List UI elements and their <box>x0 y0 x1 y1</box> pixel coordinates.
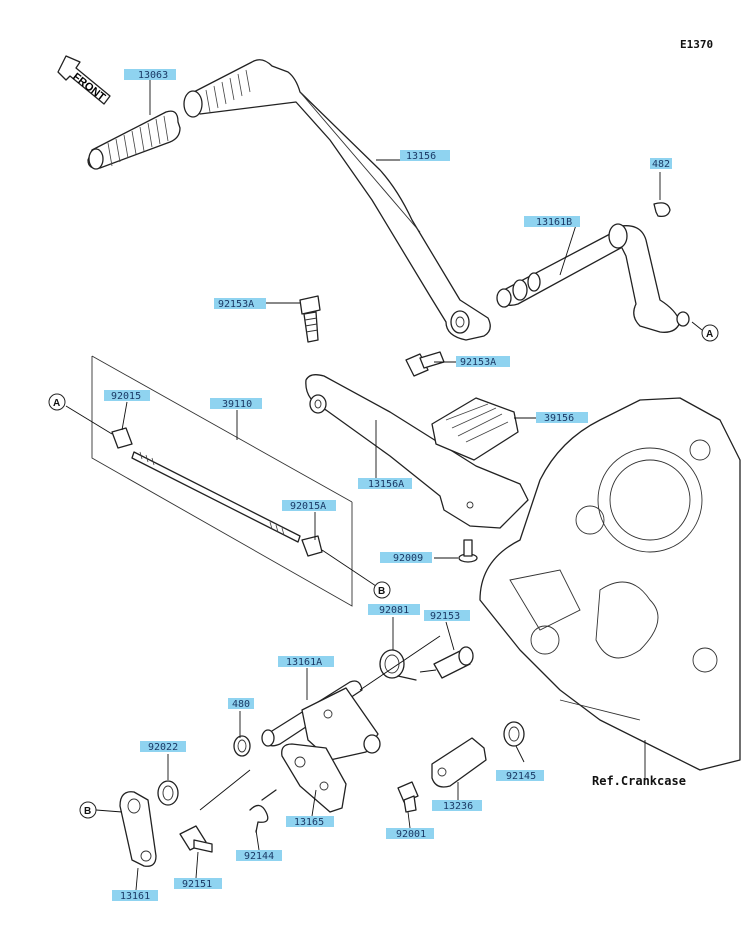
spring-92145 <box>503 721 525 747</box>
svg-text:13161: 13161 <box>120 891 150 902</box>
bolt-92153A-lower <box>405 351 445 377</box>
connector-b-low: B <box>79 801 97 819</box>
part-label-92015A[interactable]: 92015A <box>282 500 336 512</box>
part-label-92153A-upper[interactable]: 92153A <box>214 298 266 310</box>
part-label-13063[interactable]: 13063 <box>124 69 176 81</box>
bolt-92001 <box>397 781 419 813</box>
part-label-39110[interactable]: 39110 <box>210 398 262 410</box>
circlip-482 <box>653 202 671 218</box>
part-label-13165[interactable]: 13165 <box>286 816 334 828</box>
connector-a-left: A <box>48 393 66 411</box>
svg-text:13156A: 13156A <box>368 479 404 490</box>
svg-text:480: 480 <box>232 699 250 710</box>
part-label-480[interactable]: 480 <box>228 698 254 710</box>
svg-text:92153: 92153 <box>430 611 460 622</box>
svg-text:92001: 92001 <box>396 829 426 840</box>
svg-text:92009: 92009 <box>393 553 423 564</box>
part-label-92144[interactable]: 92144 <box>236 850 282 862</box>
screw-92009 <box>458 539 478 563</box>
svg-text:B: B <box>84 806 91 817</box>
pedal-arm-13156A <box>305 374 529 529</box>
part-label-92009[interactable]: 92009 <box>380 552 432 564</box>
part-label-13156[interactable]: 13156 <box>400 150 450 162</box>
svg-text:92153A: 92153A <box>460 357 496 368</box>
tie-rod-group-39110 <box>65 355 383 607</box>
svg-text:13161B: 13161B <box>536 217 572 228</box>
svg-text:B: B <box>378 586 385 597</box>
svg-text:92144: 92144 <box>244 851 274 862</box>
part-label-92153[interactable]: 92153 <box>424 610 470 622</box>
pedal-rubber-39156 <box>431 397 519 461</box>
shift-arm-13161 <box>119 791 157 867</box>
shift-pedal-13156 <box>183 59 491 341</box>
svg-text:13063: 13063 <box>138 70 168 81</box>
svg-text:39110: 39110 <box>222 399 252 410</box>
svg-text:482: 482 <box>652 159 670 170</box>
part-label-92001[interactable]: 92001 <box>386 828 434 840</box>
circlip-480 <box>233 735 251 757</box>
front-label: FRONT <box>70 71 107 104</box>
lever-13236 <box>431 737 487 788</box>
svg-text:92145: 92145 <box>506 771 536 782</box>
part-label-92151[interactable]: 92151 <box>174 878 222 890</box>
connector-a-right: A <box>701 324 719 342</box>
svg-text:13165: 13165 <box>294 817 324 828</box>
part-label-13161B[interactable]: 13161B <box>524 216 580 228</box>
part-label-92022[interactable]: 92022 <box>140 741 186 753</box>
pin-92153 <box>419 646 474 679</box>
svg-text:13236: 13236 <box>443 801 473 812</box>
spring-92144 <box>249 789 277 833</box>
part-label-13161[interactable]: 13161 <box>112 890 158 902</box>
svg-text:A: A <box>706 329 713 340</box>
svg-text:92151: 92151 <box>182 879 212 890</box>
svg-text:13161A: 13161A <box>286 657 322 668</box>
part-label-39156[interactable]: 39156 <box>536 412 588 424</box>
leader-lines <box>95 80 703 891</box>
front-arrow-icon: FRONT <box>57 55 111 105</box>
part-label-92153A-lower[interactable]: 92153A <box>456 356 510 368</box>
part-label-13161A[interactable]: 13161A <box>278 656 334 668</box>
shift-plate-13165 <box>281 743 347 813</box>
part-label-92015[interactable]: 92015 <box>104 390 150 402</box>
crankcase-drawing: Ref.Crankcase <box>479 397 741 788</box>
shift-shaft-13161B <box>496 223 690 333</box>
bolt-92153A-upper <box>299 295 321 343</box>
ref-crankcase-label: Ref.Crankcase <box>592 774 686 788</box>
connector-b-mid: B <box>373 581 391 599</box>
svg-text:92015A: 92015A <box>290 501 326 512</box>
svg-text:92153A: 92153A <box>218 299 254 310</box>
spring-92081 <box>379 649 417 681</box>
part-label-92145[interactable]: 92145 <box>496 770 544 782</box>
washer-92022 <box>157 780 179 806</box>
svg-text:92015: 92015 <box>111 391 141 402</box>
svg-text:A: A <box>53 398 60 409</box>
footpeg-rubber-13063 <box>87 110 181 170</box>
svg-text:13156: 13156 <box>406 151 436 162</box>
svg-text:92022: 92022 <box>148 742 178 753</box>
bolt-92151 <box>179 825 213 853</box>
svg-text:92081: 92081 <box>379 605 409 616</box>
part-label-13236[interactable]: 13236 <box>432 800 482 812</box>
part-label-482[interactable]: 482 <box>650 158 672 170</box>
part-label-92081[interactable]: 92081 <box>368 604 420 616</box>
diagram-code: E1370 <box>680 38 713 51</box>
shift-shaft-13161A <box>261 680 381 761</box>
svg-text:39156: 39156 <box>544 413 574 424</box>
part-label-13156A[interactable]: 13156A <box>358 478 412 490</box>
